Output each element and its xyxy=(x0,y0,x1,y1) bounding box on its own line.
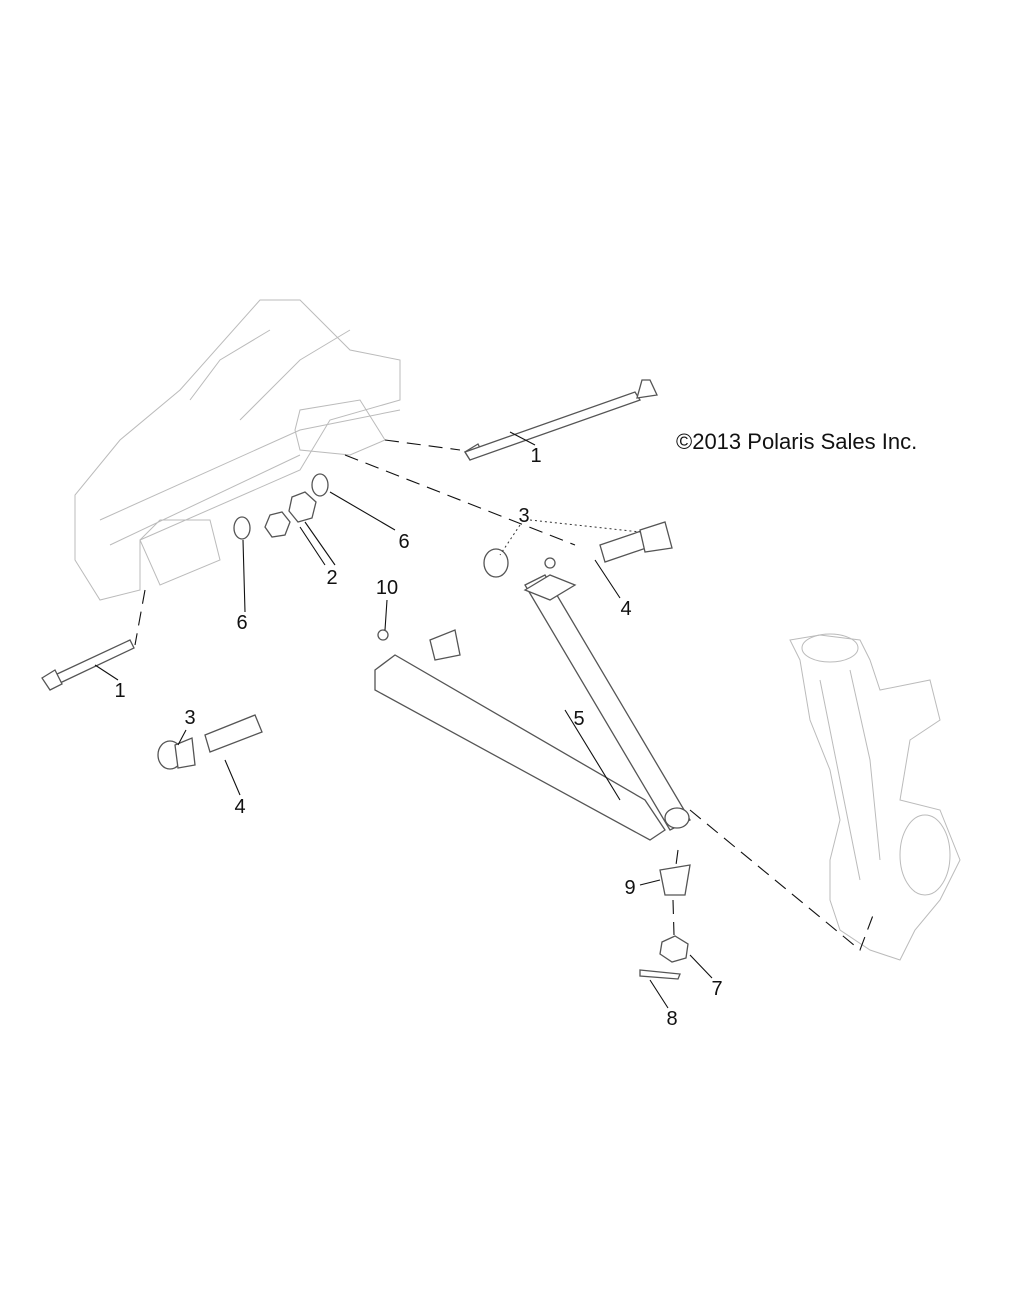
steering-knuckle xyxy=(789,633,961,961)
callout-9-boot: 9 xyxy=(624,877,635,899)
callout-3-upper-bushing: 3 xyxy=(518,505,529,527)
bolt-lower xyxy=(41,639,135,691)
callout-6-lower-washer: 6 xyxy=(236,612,247,634)
bushing-upper-right xyxy=(429,521,673,661)
callout-4-lower-sleeve: 4 xyxy=(234,796,245,818)
bushing-lower-left xyxy=(157,714,263,770)
callout-10-grease-fitting: 10 xyxy=(376,577,398,599)
nut-upper xyxy=(288,491,317,523)
a-arm xyxy=(374,574,691,841)
grease-fitting-upper xyxy=(544,557,556,569)
callout-6-upper-washer: 6 xyxy=(398,531,409,553)
bolt-upper xyxy=(464,379,658,461)
grease-fitting xyxy=(377,629,389,641)
callout-8-cotter-pin: 8 xyxy=(666,1008,677,1030)
cotter-pin xyxy=(639,969,681,980)
callout-1-upper-bolt: 1 xyxy=(530,445,541,467)
callout-5-a-arm: 5 xyxy=(573,708,584,730)
callout-7-castle-nut: 7 xyxy=(711,978,722,1000)
washer-upper xyxy=(311,473,329,497)
washer-lower xyxy=(233,516,251,540)
castle-nut xyxy=(659,935,689,963)
callout-2-nut: 2 xyxy=(326,567,337,589)
callout-1-lower-bolt: 1 xyxy=(114,680,125,702)
nut-lower xyxy=(264,511,291,538)
frame-bracket xyxy=(74,299,401,601)
copyright-notice: ©2013 Polaris Sales Inc. xyxy=(676,429,917,454)
callout-3-lower-bushing: 3 xyxy=(184,707,195,729)
ball-joint-boot xyxy=(659,864,691,896)
callout-4-upper-sleeve: 4 xyxy=(620,598,631,620)
